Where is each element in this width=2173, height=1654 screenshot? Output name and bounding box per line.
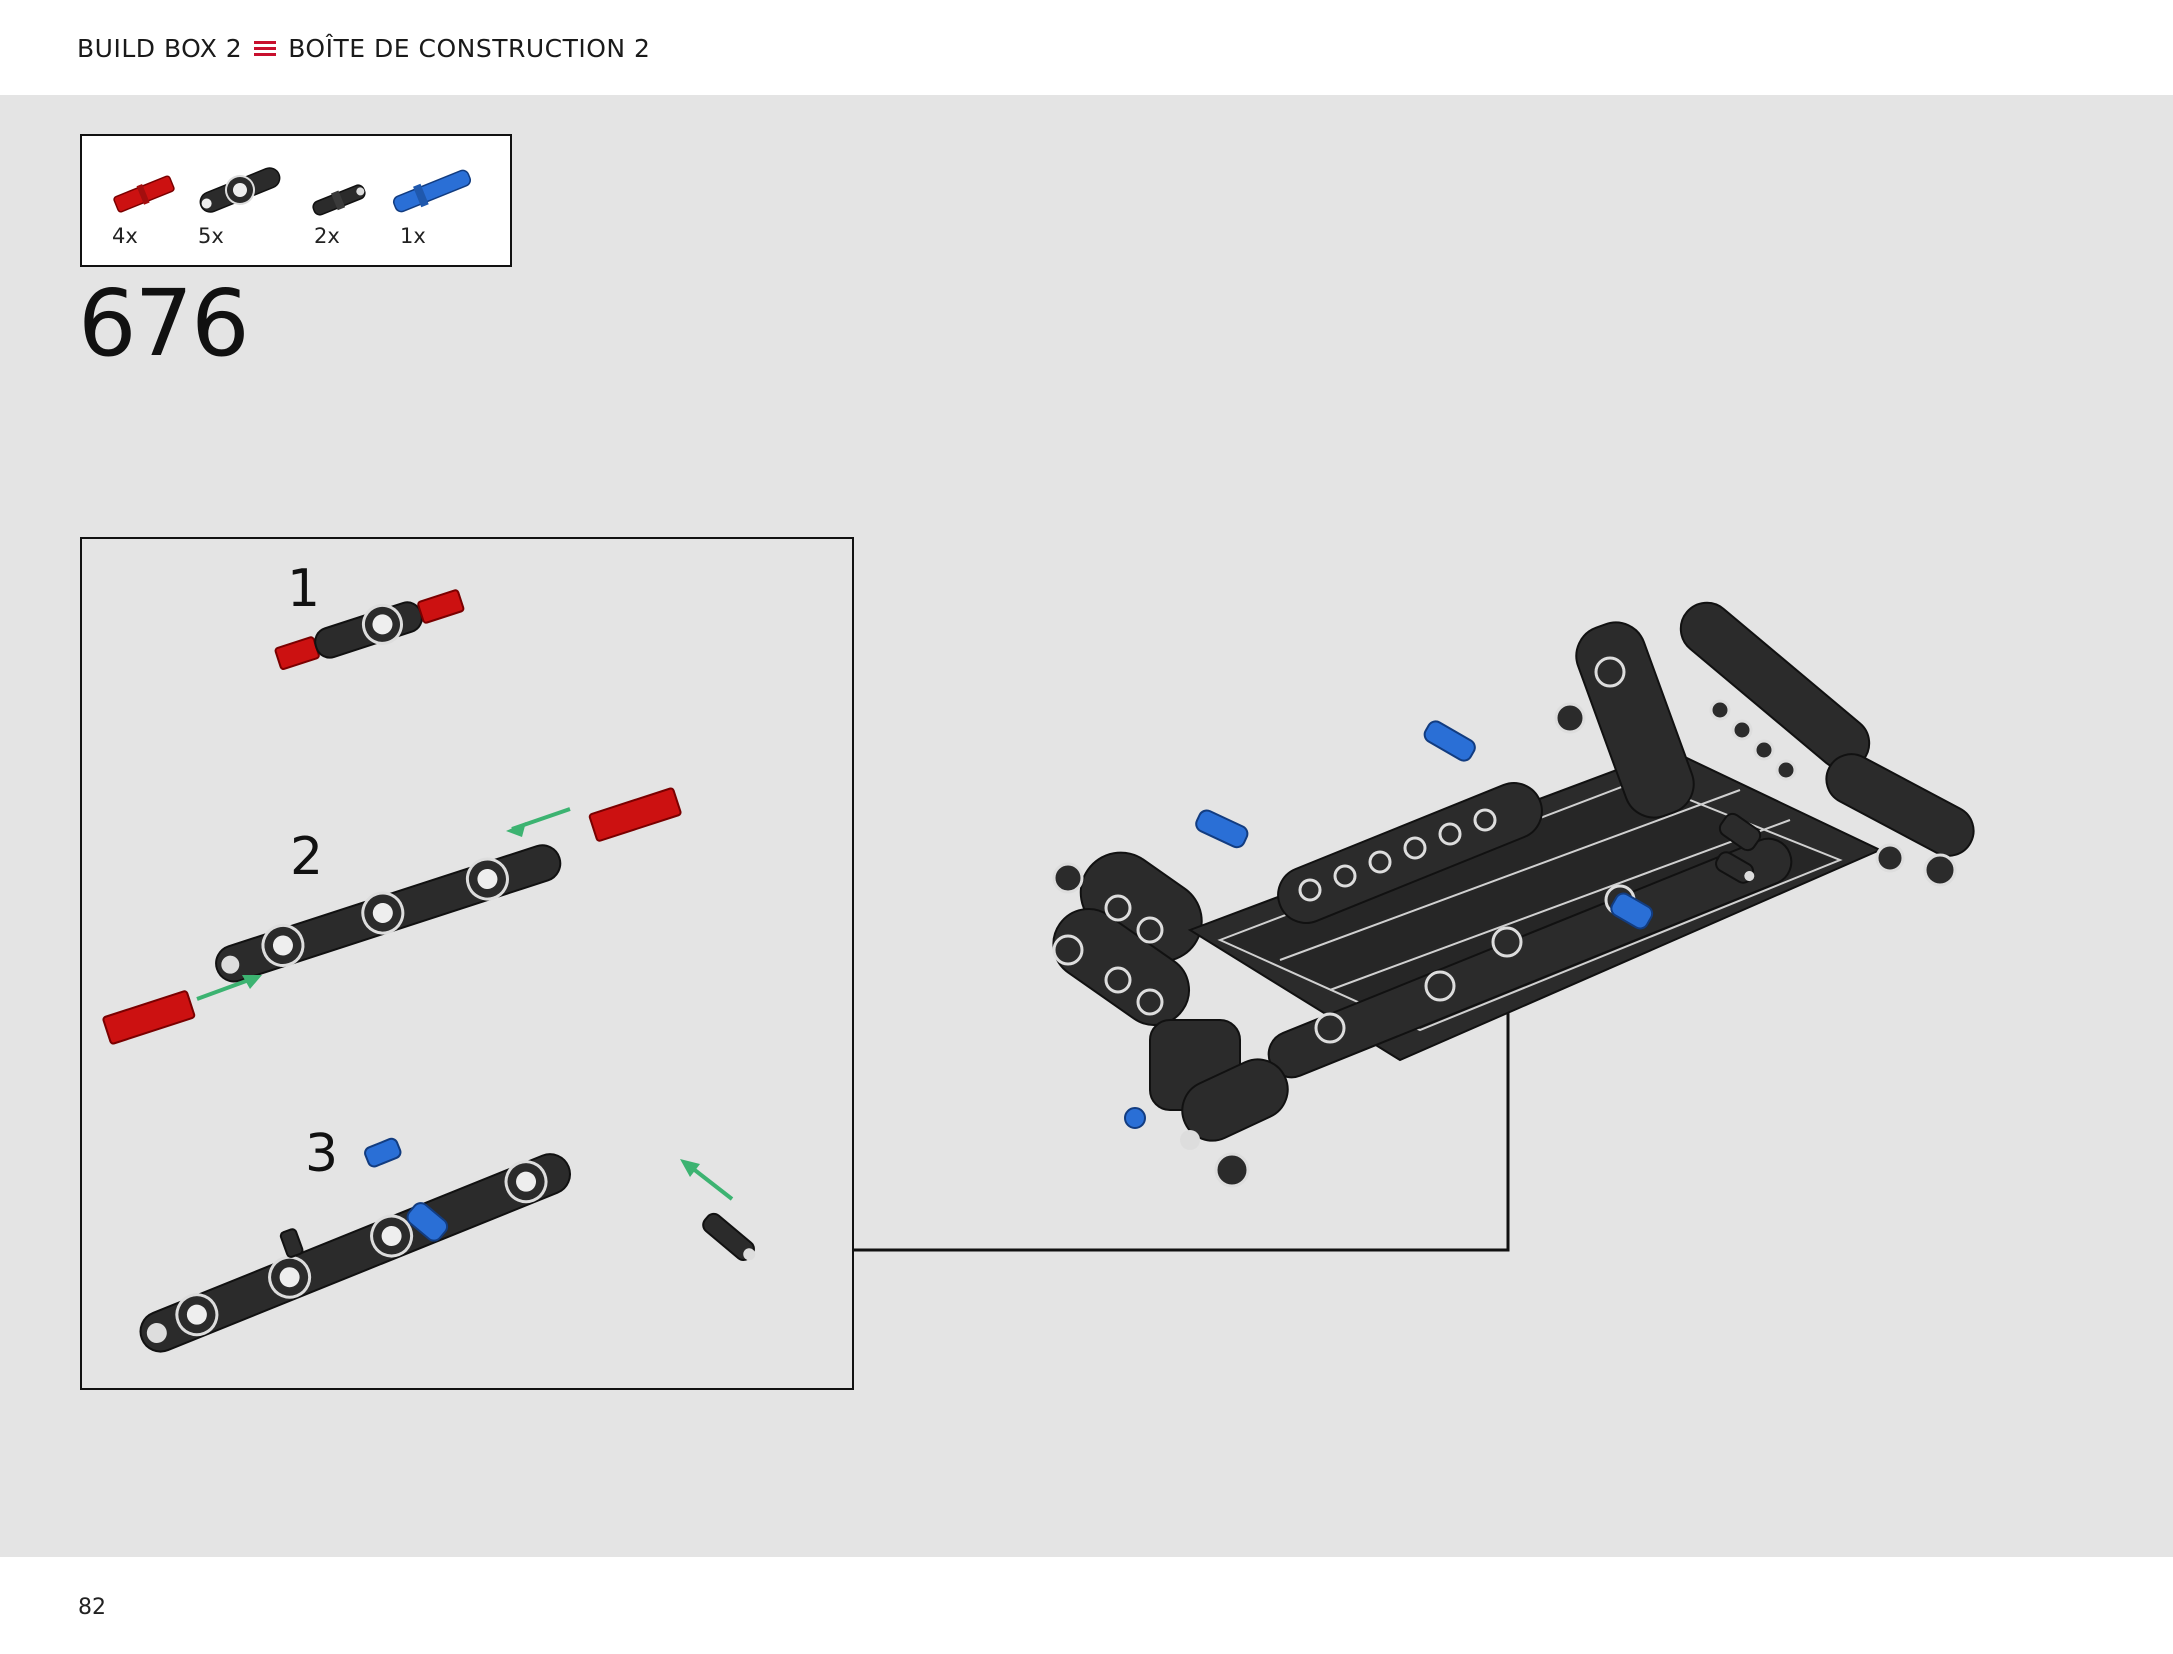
part-qty: 2x: [314, 224, 340, 248]
substep-number: 3: [305, 1124, 339, 1184]
substep-number: 1: [287, 559, 321, 619]
red-axle-pin-icon: [113, 175, 175, 213]
part-qty: 4x: [112, 224, 138, 248]
subassembly-callout: 1 2 3: [80, 537, 854, 1390]
left-beam-stack: [1052, 851, 1203, 1026]
blue-pins: [1124, 720, 1654, 1129]
upper-beam: [1277, 782, 1543, 924]
part-qty: 5x: [198, 224, 224, 248]
substep-number: 2: [290, 827, 324, 887]
page-footer: 82: [0, 1557, 2173, 1654]
blue-axle-pin-icon: [392, 169, 472, 213]
step-number: 676: [78, 270, 250, 377]
substep-3-model: [139, 1137, 756, 1353]
bottom-bracket: [1149, 1019, 1289, 1188]
black-pin: [1715, 851, 1755, 884]
parts-list: 4x 5x 2x 1x: [80, 134, 512, 267]
part-qty: 1x: [400, 224, 426, 248]
main-model-illustration: [1052, 601, 1975, 1188]
right-end-pieces: [1718, 753, 1975, 887]
header-title-en: BUILD BOX 2: [77, 34, 243, 63]
substep-2-model: [102, 787, 682, 1045]
page-header: BUILD BOX 2 BOÎTE DE CONSTRUCTION 2: [0, 0, 2173, 95]
header-title: BUILD BOX 2 BOÎTE DE CONSTRUCTION 2: [77, 34, 650, 63]
header-title-fr: BOÎTE DE CONSTRUCTION 2: [288, 34, 651, 63]
black-pin-icon: [312, 184, 366, 216]
separator-lines-icon: [254, 41, 277, 56]
black-connector-icon: [199, 167, 281, 213]
front-beam: [1267, 837, 1793, 1079]
substep-1-model: [274, 589, 465, 671]
subassembly-illustration: [102, 589, 756, 1353]
page-number: 82: [78, 1595, 106, 1620]
